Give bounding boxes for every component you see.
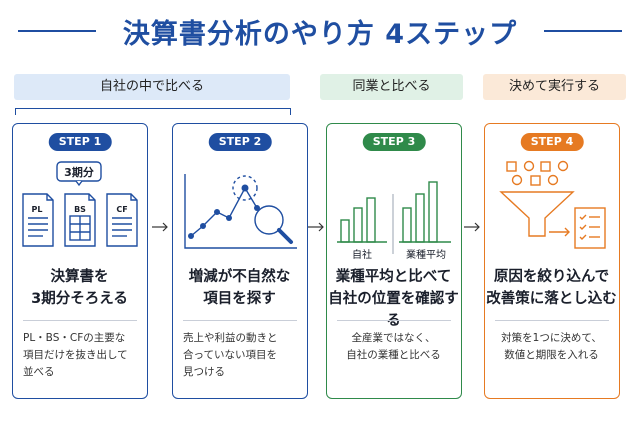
group-bracket — [15, 108, 291, 115]
arrow-right-icon — [464, 222, 480, 232]
step-3-heading: 業種平均と比べて 自社の位置を確認する — [327, 266, 460, 332]
step-2-heading-line1: 増減が不自然な — [188, 269, 291, 285]
title-row: 決算書分析のやり方 4ステップ — [0, 8, 640, 52]
step-1-card: STEP 1 3期分 PL BS CF 決算書を 3期分そろえる — [12, 123, 148, 399]
step-2-badge: STEP 2 — [208, 133, 272, 151]
step-1-description: PL・BS・CFの主要な 項目だけを抜き出して 並べる — [23, 332, 128, 378]
doc-pl-label: PL — [32, 205, 43, 214]
group-label-execute: 決めて実行する — [483, 74, 626, 100]
step-4-heading-line1: 原因を絞り込んで — [493, 269, 610, 285]
step-3-description: 全産業ではなく、 自社の業種と比べる — [346, 332, 441, 361]
three-period-label: 3期分 — [64, 165, 94, 179]
step-2-divider — [183, 320, 297, 321]
step-3-divider — [337, 320, 451, 321]
step-4-heading-line2: 改善策に落とし込む — [486, 291, 617, 307]
step-1-heading: 決算書を 3期分そろえる — [13, 266, 146, 310]
group-label-internal: 自社の中で比べる — [14, 74, 290, 100]
doc-cf-label: CF — [116, 205, 127, 214]
doc-pl-icon — [22, 193, 54, 247]
step-4-badge: STEP 4 — [520, 133, 584, 151]
documents-icon: 3期分 PL BS CF — [22, 161, 138, 247]
bar-comparison-icon: 自社 業種平均 — [337, 181, 451, 261]
step-1-heading-line2: 3期分そろえる — [31, 291, 128, 307]
step-2-heading: 増減が不自然な 項目を探す — [173, 266, 306, 310]
funnel-checklist-icon — [499, 160, 606, 249]
step-3-badge: STEP 3 — [362, 133, 426, 151]
step-3-heading-line2: 自社の位置を確認する — [328, 291, 459, 329]
doc-bs-label: BS — [74, 205, 86, 214]
group-label-industry: 同業と比べる — [320, 74, 463, 100]
arrow-right-icon — [152, 222, 168, 232]
doc-bs-icon — [64, 193, 96, 247]
step-4-description: 対策を1つに決めて、 数値と期限を入れる — [501, 332, 602, 361]
step-2-description: 売上や利益の動きと 合っていない項目を 見つける — [183, 332, 278, 378]
step-1-divider — [23, 320, 137, 321]
step-3-heading-line1: 業種平均と比べて — [335, 269, 452, 285]
arrow-right-icon — [308, 222, 324, 232]
step-4-card: STEP 4 原因を絞り込んで 改善策に落とし込む 対策を1つに決めて、 数値と… — [484, 123, 620, 399]
industry-average-label: 業種平均 — [406, 248, 446, 261]
own-company-label: 自社 — [352, 248, 372, 261]
step-2-card: STEP 2 増減が不自然な 項目を探す 売上や利益の動きと 合っていない項目を… — [172, 123, 308, 399]
step-4-heading: 原因を絞り込んで 改善策に落とし込む — [485, 266, 618, 310]
step-4-divider — [495, 320, 609, 321]
doc-cf-icon — [106, 193, 138, 247]
page-title: 決算書分析のやり方 4ステップ — [122, 19, 518, 50]
step-2-heading-line2: 項目を探す — [203, 291, 276, 307]
title-rule-right — [544, 30, 622, 32]
title-rule-left — [18, 30, 96, 32]
step-3-card: STEP 3 自社 業種平均 業種平均と比べて 自社の位置を確認する 全産業では… — [326, 123, 462, 399]
anomaly-search-icon — [184, 174, 297, 249]
step-1-heading-line1: 決算書を — [50, 269, 109, 285]
step-1-badge: STEP 1 — [48, 133, 112, 151]
